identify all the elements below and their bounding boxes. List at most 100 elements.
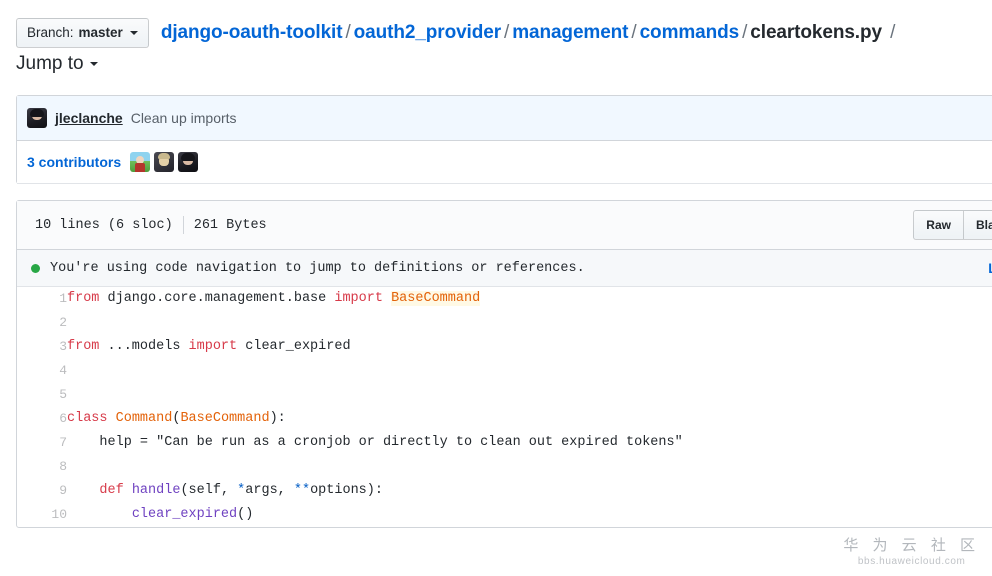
watermark-chinese: 华 为 云 社 区 — [843, 537, 980, 554]
line-number[interactable]: 2 — [59, 315, 67, 330]
breadcrumb-separator: / — [631, 22, 637, 43]
code-line: 7 help = "Can be run as a cronjob or dir… — [17, 431, 992, 455]
divider — [182, 216, 184, 234]
code-token: import — [188, 339, 238, 354]
contributor-avatar-2[interactable] — [154, 152, 175, 172]
code-token: from — [67, 339, 100, 354]
line-number[interactable]: 5 — [59, 387, 67, 402]
chevron-down-icon — [89, 62, 98, 66]
code-token: import — [334, 291, 383, 306]
contributors-count-link[interactable]: 3 contributors — [27, 154, 122, 170]
file-page: Branch: master django-oauth-toolkit/oaut… — [16, 0, 992, 528]
code-token[interactable]: BaseCommand — [391, 291, 481, 306]
commit-box: jleclanche Clean up imports b 3 contribu… — [16, 95, 992, 184]
line-number[interactable]: 1 — [59, 291, 67, 306]
line-content — [67, 311, 992, 335]
line-content — [67, 359, 992, 383]
jump-to-button[interactable]: Jump to — [16, 50, 98, 78]
code-line: 4 — [17, 359, 992, 383]
code-token — [383, 291, 391, 306]
contributor-avatars — [130, 152, 199, 172]
code-table: 1 from django.core.management.base import… — [17, 287, 992, 527]
code-token — [67, 507, 132, 522]
contributors-row: 3 contributors — [17, 141, 992, 184]
line-number[interactable]: 8 — [59, 459, 67, 474]
breadcrumb-separator: / — [742, 22, 748, 43]
line-count: 10 lines (6 sloc) — [35, 217, 173, 233]
line-content: clear_expired() — [67, 503, 992, 527]
code-token: ( — [172, 411, 181, 426]
raw-button[interactable]: Raw — [913, 210, 963, 240]
code-line: 10 clear_expired() — [17, 503, 992, 527]
breadcrumb-link-1[interactable]: oauth2_provider — [353, 22, 502, 43]
line-content: help = "Can be run as a cronjob or direc… — [67, 431, 992, 455]
learn-link[interactable]: Learn — [988, 261, 992, 276]
file-header: Branch: master django-oauth-toolkit/oaut… — [16, 0, 976, 78]
code-token: class — [67, 411, 108, 426]
code-token — [124, 483, 132, 498]
code-token — [108, 411, 116, 426]
code-token — [67, 483, 99, 498]
line-number[interactable]: 7 — [59, 435, 67, 450]
code-navigation-banner: You're using code navigation to jump to … — [17, 250, 992, 287]
breadcrumb-link-3[interactable]: commands — [639, 22, 740, 43]
file-stats: 10 lines (6 sloc) 261 Bytes — [27, 216, 267, 234]
code-token[interactable]: handle — [131, 483, 181, 498]
commit-message: Clean up imports — [130, 110, 237, 126]
code-line: 8 — [17, 455, 992, 479]
code-line: 2 — [17, 311, 992, 335]
code-token: help = "Can be run as a cronjob or direc… — [67, 435, 683, 450]
line-number[interactable]: 6 — [59, 411, 67, 426]
code-token[interactable]: clear_expired — [131, 507, 238, 522]
breadcrumb-current-file: cleartokens.py — [750, 22, 882, 43]
avatar — [27, 108, 47, 128]
commit-author-link[interactable]: jleclanche — [55, 110, 123, 126]
code-token: ...models — [99, 339, 189, 354]
breadcrumb-link-0[interactable]: django-oauth-toolkit — [160, 22, 343, 43]
line-number[interactable]: 10 — [51, 507, 67, 522]
code-token: django.core.management.base — [99, 291, 335, 306]
blame-button[interactable]: Blame — [962, 210, 992, 240]
line-number[interactable]: 9 — [59, 483, 67, 498]
watermark-url: bbs.huaweicloud.com — [857, 556, 966, 567]
code-token: args, — [245, 483, 294, 498]
blob-actions: Raw Blame — [913, 210, 992, 240]
contributor-avatar-3[interactable] — [178, 152, 199, 172]
code-navigation-message: You're using code navigation to jump to … — [50, 260, 585, 276]
line-content — [67, 383, 992, 407]
code-token[interactable]: BaseCommand — [180, 411, 270, 426]
status-dot-icon — [31, 263, 40, 273]
code-token: * — [237, 483, 246, 498]
contributor-avatar-1[interactable] — [130, 152, 151, 172]
branch-value: master — [78, 25, 123, 40]
code-token: clear_expired — [237, 339, 351, 354]
commit-left: jleclanche Clean up imports — [27, 108, 237, 128]
code-token: ): — [269, 411, 286, 426]
code-navigation-left: You're using code navigation to jump to … — [31, 261, 585, 276]
breadcrumb-link-2[interactable]: management — [512, 22, 629, 43]
branch-selector-button[interactable]: Branch: master — [16, 18, 149, 48]
blob-header: 10 lines (6 sloc) 261 Bytes Raw Blame — [17, 201, 992, 250]
line-number[interactable]: 3 — [59, 339, 67, 354]
code-token[interactable]: Command — [115, 411, 173, 426]
line-content — [67, 455, 992, 479]
code-token: options): — [310, 483, 383, 498]
line-content: from ...models import clear_expired — [67, 335, 992, 359]
file-blob-box: 10 lines (6 sloc) 261 Bytes Raw Blame Yo… — [16, 200, 992, 528]
breadcrumb-separator: / — [504, 22, 510, 43]
watermark: 华 为 云 社 区 bbs.huaweicloud.com — [843, 536, 980, 568]
code-token: ** — [293, 483, 311, 498]
code-line: 9 def handle(self, *args, **options): — [17, 479, 992, 503]
breadcrumb-separator-trailing: / — [884, 22, 896, 43]
breadcrumb-line: Branch: master django-oauth-toolkit/oaut… — [16, 18, 976, 48]
code-token: def — [99, 483, 124, 498]
latest-commit-row: jleclanche Clean up imports b — [17, 96, 992, 141]
file-size: 261 Bytes — [193, 217, 267, 233]
jump-to-label: Jump to — [16, 53, 84, 74]
line-number[interactable]: 4 — [59, 363, 67, 378]
breadcrumb-separator: / — [345, 22, 351, 43]
breadcrumb: django-oauth-toolkit/oauth2_provider/man… — [161, 19, 899, 47]
